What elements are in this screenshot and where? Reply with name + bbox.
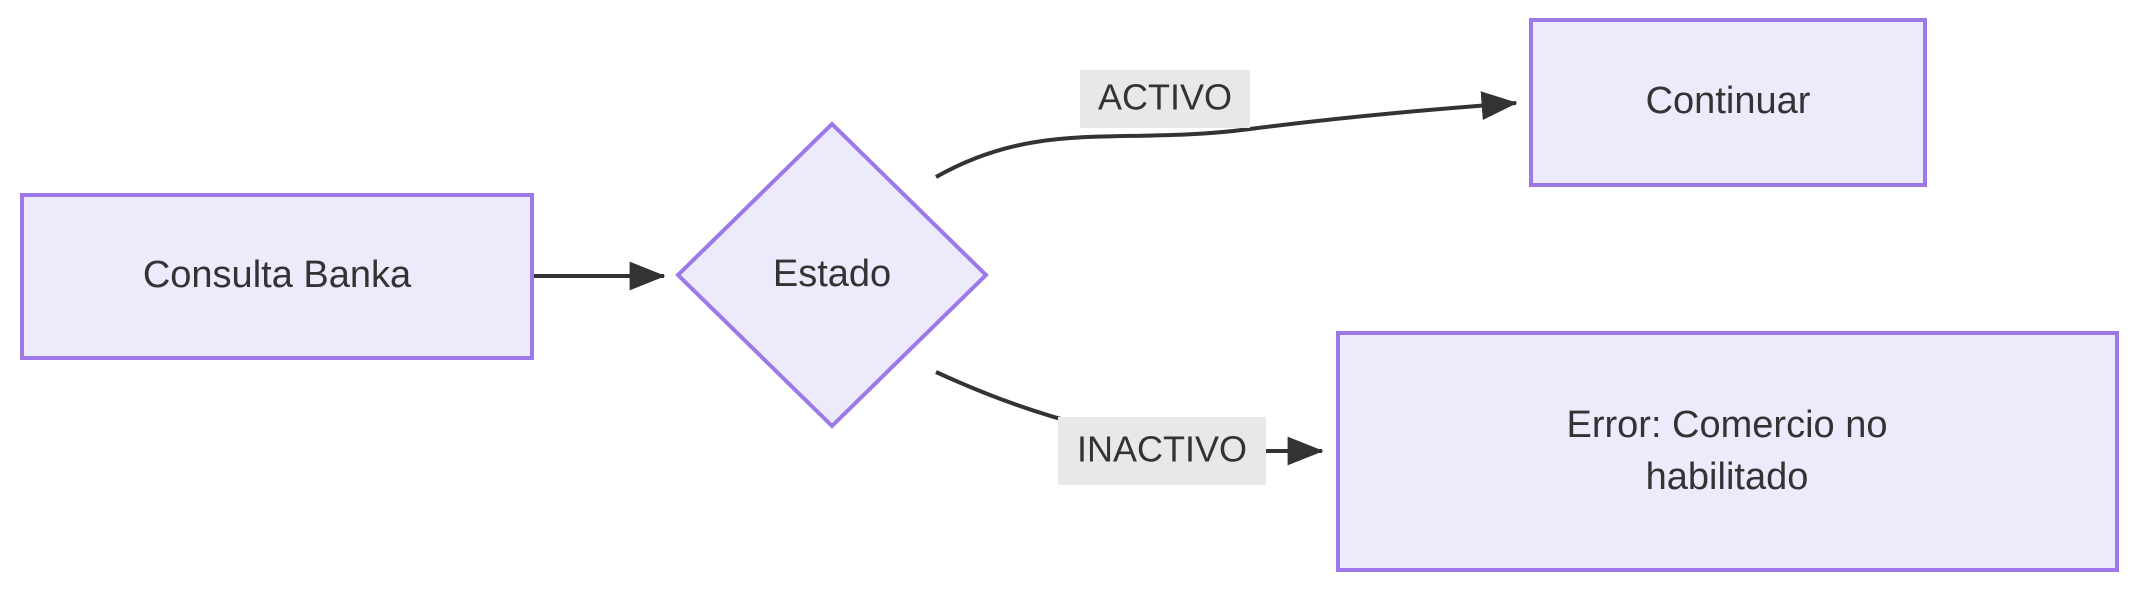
node-continuar[interactable]: Continuar [1529,18,1927,187]
edge-labels-layer: ACTIVO INACTIVO [1058,70,1266,485]
node-estado-shape[interactable] [675,121,989,429]
node-error-shape[interactable] [1336,331,2119,572]
edge-label-activo: ACTIVO [1080,70,1250,128]
node-error-label-line2: habilitado [1646,456,1809,498]
node-consulta-banka-shape[interactable] [20,193,534,360]
edge-label-inactivo-text: INACTIVO [1077,429,1247,470]
node-error[interactable]: Error: Comercio no habilitado [1336,331,2119,572]
edge-label-activo-bg [1080,70,1250,128]
node-consulta-banka-label: Consulta Banka [143,254,412,296]
edge-estado-continuar [935,91,1518,179]
node-estado[interactable]: Estado [675,121,989,429]
edge-label-inactivo: INACTIVO [1058,417,1266,485]
node-continuar-shape[interactable] [1529,18,1927,187]
node-continuar-label: Continuar [1646,80,1811,122]
node-consulta-banka[interactable]: Consulta Banka [20,193,534,360]
node-error-label-line1: Error: Comercio no [1567,404,1888,446]
edge-label-inactivo-bg [1058,417,1266,485]
node-estado-label: Estado [773,253,891,295]
nodes-layer: Consulta Banka Estado Continuar Error: C… [20,18,2119,572]
edge-label-activo-text: ACTIVO [1098,77,1232,118]
